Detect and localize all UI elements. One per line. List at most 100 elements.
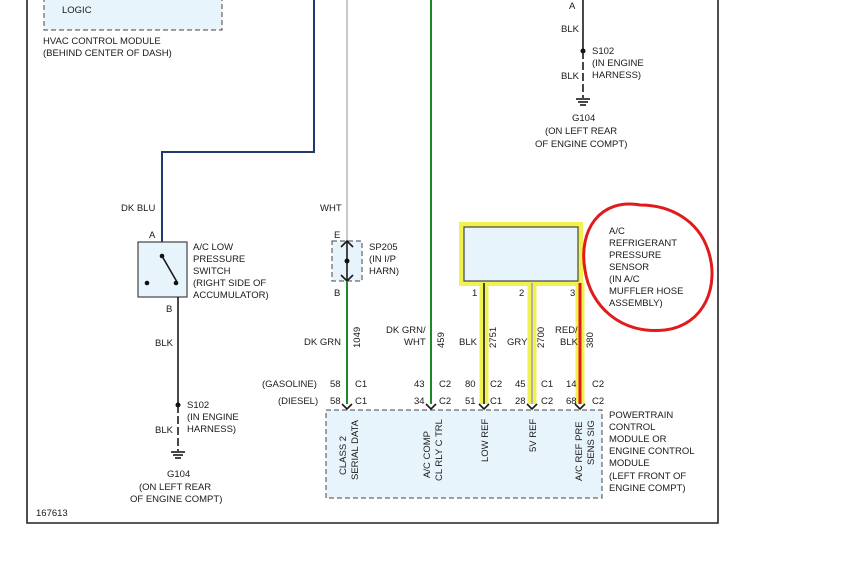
top-ground-loc-2: OF ENGINE COMPT)	[535, 139, 627, 150]
pcm-name-2: CONTROL	[609, 422, 655, 433]
gas-pin-5vref: 45	[515, 379, 526, 390]
pcm-pin-label-lowref: LOW REF	[480, 419, 491, 462]
diagram-id: 167613	[36, 508, 68, 519]
diesel-conn-class2: C1	[355, 396, 367, 407]
signal-circuit: 380	[585, 332, 596, 348]
pcm-name-4: ENGINE CONTROL	[609, 446, 695, 457]
top-ground-pin-a: A	[569, 1, 576, 12]
sp205-pin-b: B	[334, 288, 340, 299]
pcm-pin-label-signal-1: A/C REF PRE	[574, 421, 585, 481]
pcm-name-1: POWERTRAIN	[609, 410, 673, 421]
top-ground-loc-1: (ON LEFT REAR	[545, 126, 617, 137]
hvac-module-name: HVAC CONTROL MODULE	[43, 36, 161, 47]
ref-5v-circuit: 2700	[536, 327, 547, 348]
diesel-conn-accomp: C2	[439, 396, 451, 407]
sp205-name: SP205	[369, 242, 398, 253]
left-ground-blk-label: BLK	[155, 425, 174, 436]
signal-wire-label-1: RED/	[555, 325, 578, 336]
top-ground-wire-blk-2: BLK	[561, 71, 580, 82]
switch-name-5: ACCUMULATOR)	[193, 290, 269, 301]
diesel-label: (DIESEL)	[278, 396, 318, 407]
pcm-name-5: MODULE	[609, 458, 650, 469]
diesel-conn-signal: C2	[592, 396, 604, 407]
sp205-loc-2: HARN)	[369, 266, 399, 277]
switch-pin-a: A	[149, 230, 156, 241]
pcm-pin-label-accomp-1: A/C COMP	[422, 431, 433, 478]
switch-name-2: PRESSURE	[193, 254, 245, 265]
signal-wire-label-2: BLK	[560, 337, 579, 348]
hvac-module-location: (BEHIND CENTER OF DASH)	[43, 48, 172, 59]
left-ground-g104-label: G104	[167, 469, 190, 480]
diesel-pin-signal: 68	[566, 396, 577, 407]
gas-conn-5vref: C1	[541, 379, 553, 390]
gas-conn-accomp: C2	[439, 379, 451, 390]
top-ground-g104-icon	[576, 98, 590, 106]
sensor-name-5: (IN A/C	[609, 274, 640, 285]
ac-refrigerant-pressure-sensor-box	[463, 226, 579, 282]
top-splice-s102-label: S102	[592, 46, 614, 57]
gas-conn-class2: C1	[355, 379, 367, 390]
pcm-name-7: ENGINE COMPT)	[609, 483, 686, 494]
red-circle-annotation	[582, 202, 714, 333]
left-ground-loc-2: OF ENGINE COMPT)	[130, 494, 222, 505]
sp205-pin-e: E	[334, 230, 340, 241]
sensor-name-1: A/C	[609, 226, 625, 237]
sensor-highlight	[459, 222, 583, 286]
sensor-pin-1: 1	[472, 288, 477, 299]
dk-grn-wire-label: DK GRN	[304, 337, 341, 348]
switch-blk-label: BLK	[155, 338, 174, 349]
ac-low-pressure-switch-box	[137, 241, 188, 298]
sp205-loc-1: (IN I/P	[369, 254, 396, 265]
top-ground-g104-label: G104	[572, 113, 595, 124]
gas-conn-lowref: C2	[490, 379, 502, 390]
dk-grn-wht-label-2: WHT	[404, 337, 426, 348]
gas-conn-signal: C2	[592, 379, 604, 390]
sensor-pin-2: 2	[519, 288, 524, 299]
dk-grn-wht-circuit: 459	[436, 332, 447, 348]
left-splice-s102-label: S102	[187, 400, 209, 411]
left-ground-loc-1: (ON LEFT REAR	[139, 482, 211, 493]
switch-contacts-icon	[144, 253, 179, 286]
pcm-pin-label-accomp-2: CL RLY C TRL	[434, 419, 445, 481]
sensor-name-7: ASSEMBLY)	[609, 298, 663, 309]
sensor-pin-3: 3	[570, 288, 575, 299]
dk-blu-wire-label: DK BLU	[121, 203, 155, 214]
pcm-name-3: MODULE OR	[609, 434, 667, 445]
pcm-pin-label-signal-2: SENS SIG	[586, 420, 597, 465]
diesel-conn-5vref: C2	[541, 396, 553, 407]
gas-pin-class2: 58	[330, 379, 341, 390]
switch-name-3: SWITCH	[193, 266, 231, 277]
dk-grn-wht-label-1: DK GRN/	[386, 325, 426, 336]
pcm-name-6: (LEFT FRONT OF	[609, 471, 686, 482]
sensor-name-2: REFRIGERANT	[609, 238, 677, 249]
sp205-splice-icon	[340, 239, 354, 283]
dk-blu-wire	[161, 0, 315, 242]
pcm-pin-label-5vref: 5V REF	[528, 419, 539, 452]
diesel-conn-lowref: C1	[490, 396, 502, 407]
wht-wire-label: WHT	[320, 203, 342, 214]
left-splice-loc-2: HARNESS)	[187, 424, 236, 435]
switch-name-1: A/C LOW	[193, 242, 233, 253]
pcm-pin-label-class2-2: SERIAL DATA	[350, 419, 361, 480]
hvac-control-module-box	[43, 0, 223, 31]
switch-pin-b: B	[166, 304, 172, 315]
left-ground-g104-icon	[171, 451, 185, 459]
low-ref-wire-label: BLK	[459, 337, 478, 348]
diesel-pin-accomp: 34	[414, 396, 425, 407]
diagram-frame	[26, 0, 719, 524]
hvac-logic-label: LOGIC	[62, 5, 92, 16]
diesel-pin-class2: 58	[330, 396, 341, 407]
top-splice-loc-2: HARNESS)	[592, 70, 641, 81]
sensor-name-4: SENSOR	[609, 262, 649, 273]
diesel-pin-lowref: 51	[465, 396, 476, 407]
top-ground-wire-blk-1: BLK	[561, 24, 580, 35]
switch-name-4: (RIGHT SIDE OF	[193, 278, 266, 289]
gas-pin-accomp: 43	[414, 379, 425, 390]
dk-grn-circuit: 1049	[352, 327, 363, 348]
gasoline-label: (GASOLINE)	[262, 379, 317, 390]
pcm-pin-label-class2-1: CLASS 2	[338, 436, 349, 475]
top-splice-loc-1: (IN ENGINE	[592, 58, 644, 69]
pcm-terminal-chevrons	[341, 403, 586, 411]
